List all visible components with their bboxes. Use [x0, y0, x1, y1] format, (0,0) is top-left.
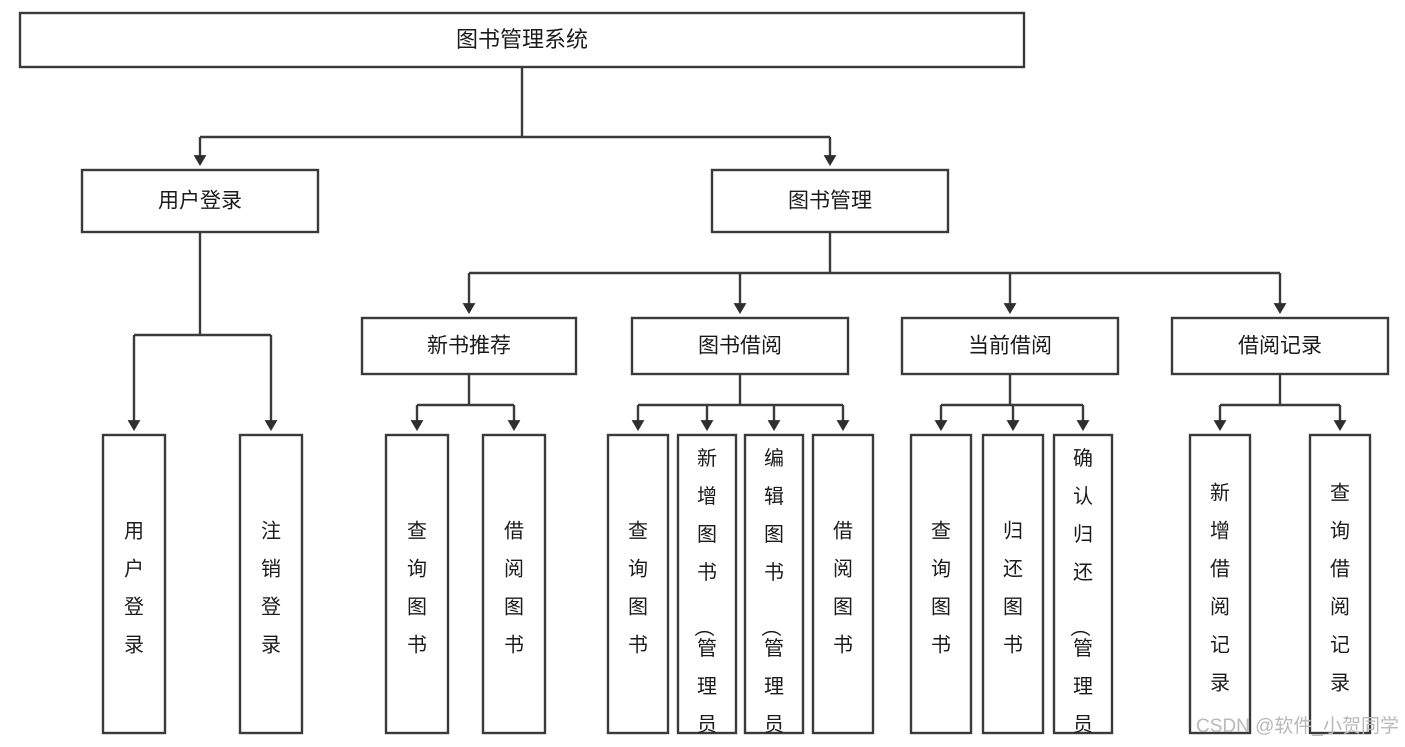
node-user-login[interactable]: 用户登录 — [80, 168, 320, 234]
leaf-node[interactable]: 用户登录 — [101, 433, 167, 735]
leaf-node-layer: 用户登录 注销登录 查询图书 借阅图书 查询图书 新增图书（管理员） 编辑图书（管理员） 借阅… — [101, 433, 1372, 747]
leaf-node-box — [811, 433, 875, 735]
leaf-node-box — [676, 433, 738, 735]
leaf-node-label: 查询借阅记录 — [1330, 482, 1350, 695]
leaf-node-label: 注销登录 — [261, 520, 281, 657]
leaf-node-label: 新增借阅记录 — [1210, 482, 1230, 695]
leaf-node[interactable]: 注销登录 — [238, 433, 304, 735]
leaf-node-label: 查询图书 — [628, 520, 648, 657]
leaf-node[interactable]: 编辑图书（管理员） — [743, 433, 805, 747]
leaf-node-label: 用户登录 — [124, 521, 144, 657]
leaf-node[interactable]: 查询图书 — [909, 433, 973, 735]
leaf-node-label: 编辑图书（管理员） — [759, 447, 784, 747]
leaf-node-box — [101, 433, 167, 735]
leaf-node[interactable]: 新增借阅记录 — [1188, 433, 1252, 735]
leaf-node-box — [981, 433, 1045, 735]
node-book-management-label: 图书管理 — [788, 190, 872, 213]
leaf-node-box — [1052, 433, 1114, 735]
leaf-node-label: 确认归还（管理员） — [1068, 447, 1093, 747]
node-current-borrow-box — [900, 316, 1120, 376]
node-new-book-recommend-label: 新书推荐 — [427, 335, 511, 358]
node-borrow-records-label: 借阅记录 — [1238, 335, 1322, 358]
leaf-node-label: 归还图书 — [1003, 520, 1023, 657]
leaf-node[interactable]: 查询借阅记录 — [1308, 433, 1372, 735]
node-user-login-label: 用户登录 — [158, 190, 242, 213]
csdn-watermark: CSDN @软件_小贺同学 — [1196, 715, 1399, 737]
leaf-node-label: 查询图书 — [931, 520, 951, 657]
leaf-node-label: 查询图书 — [407, 520, 427, 657]
leaf-node[interactable]: 借阅图书 — [811, 433, 875, 735]
leaf-node-box — [384, 433, 450, 735]
node-new-book-recommend[interactable]: 新书推荐 — [360, 316, 578, 376]
leaf-node[interactable]: 借阅图书 — [481, 433, 547, 735]
connector-layer — [127, 67, 1347, 432]
node-current-borrow[interactable]: 当前借阅 — [900, 316, 1120, 376]
node-book-borrow-box — [630, 316, 850, 376]
leaf-node[interactable]: 归还图书 — [981, 433, 1045, 735]
leaf-node-box — [606, 433, 670, 735]
node-root-box — [18, 11, 1026, 69]
node-user-login-box — [80, 168, 320, 234]
node-root-label: 图书管理系统 — [456, 27, 588, 52]
leaf-node-box — [238, 433, 304, 735]
node-borrow-records[interactable]: 借阅记录 — [1170, 316, 1390, 376]
leaf-node[interactable]: 查询图书 — [384, 433, 450, 735]
leaf-node[interactable]: 新增图书（管理员） — [676, 433, 738, 747]
leaf-node-box — [1308, 433, 1372, 735]
node-new-book-recommend-box — [360, 316, 578, 376]
node-book-management[interactable]: 图书管理 — [710, 168, 950, 234]
leaf-node-label: 借阅图书 — [504, 520, 524, 657]
node-borrow-records-box — [1170, 316, 1390, 376]
leaf-node[interactable]: 确认归还（管理员） — [1052, 433, 1114, 747]
leaf-node-label: 借阅图书 — [833, 520, 853, 657]
leaf-node-box — [481, 433, 547, 735]
leaf-node-box — [743, 433, 805, 735]
leaf-node[interactable]: 查询图书 — [606, 433, 670, 735]
node-current-borrow-label: 当前借阅 — [968, 335, 1052, 358]
node-book-borrow[interactable]: 图书借阅 — [630, 316, 850, 376]
leaf-node-box — [1188, 433, 1252, 735]
leaf-node-label: 新增图书（管理员） — [692, 447, 717, 747]
node-book-borrow-label: 图书借阅 — [698, 335, 782, 358]
node-book-management-box — [710, 168, 950, 234]
leaf-node-box — [909, 433, 973, 735]
node-root[interactable]: 图书管理系统 — [18, 11, 1026, 69]
